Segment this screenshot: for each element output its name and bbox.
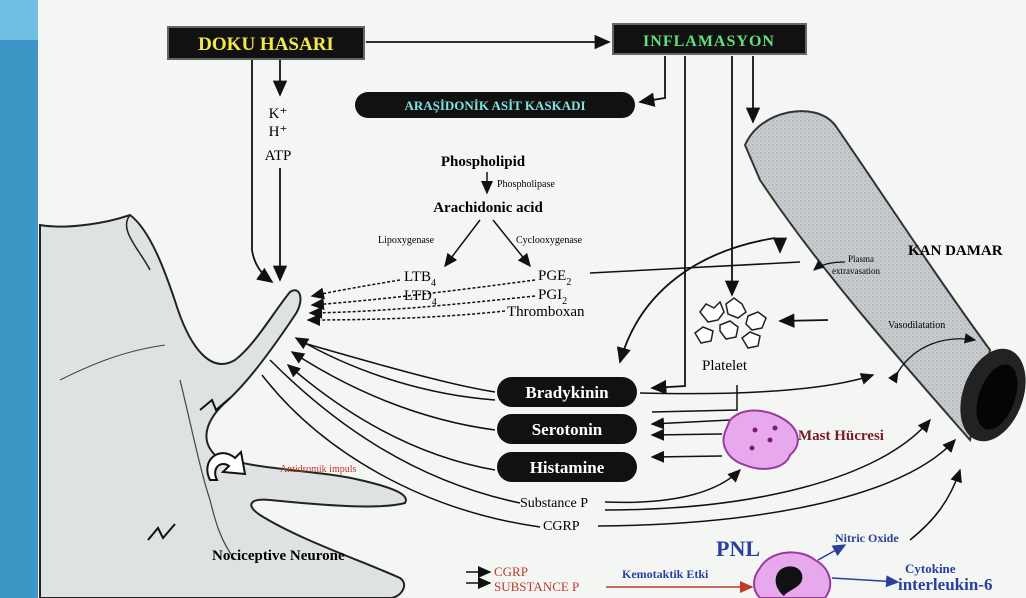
doku-hasari-label: DOKU HASARI bbox=[198, 34, 334, 55]
cgrp-out-label: CGRP bbox=[494, 564, 528, 579]
nitric-oxide-label: Nitric Oxide bbox=[835, 531, 899, 545]
plasma-label: Plasma bbox=[848, 254, 874, 264]
serotonin-label: Serotonin bbox=[532, 420, 603, 439]
ltd4-label: LTD4 bbox=[404, 288, 437, 308]
nociceptive-neuron-shape bbox=[40, 215, 406, 598]
arachidonic-acid-label: Arachidonic acid bbox=[433, 200, 543, 216]
ion-k: K⁺ bbox=[269, 106, 288, 122]
ion-h: H⁺ bbox=[269, 124, 288, 140]
phospholipase-label: Phospholipase bbox=[497, 179, 555, 190]
kan-damar-label: KAN DAMAR bbox=[908, 243, 1003, 259]
cyclooxygenase-label: Cyclooxygenase bbox=[516, 235, 583, 246]
vasodilatation-label: Vasodilatation bbox=[888, 320, 945, 331]
substance-p-label: Substance P bbox=[520, 496, 588, 511]
histamine-label: Histamine bbox=[530, 458, 605, 477]
interleukin-label: interleukin-6 bbox=[898, 575, 992, 594]
mast-cell-shape bbox=[724, 411, 798, 469]
phospholipid-label: Phospholipid bbox=[441, 154, 526, 170]
bradykinin-label: Bradykinin bbox=[525, 383, 609, 402]
blood-vessel bbox=[745, 111, 1026, 450]
antidromic-label: Antidromik impuls bbox=[280, 464, 357, 475]
extravasation-label: extravasation bbox=[832, 266, 880, 276]
kemotaktik-label: Kemotaktik Etki bbox=[622, 567, 709, 581]
lipoxygenase-label: Lipoxygenase bbox=[378, 235, 435, 246]
platelet-cluster bbox=[695, 298, 766, 348]
cgrp-label: CGRP bbox=[543, 519, 580, 534]
mast-cell-label: Mast Hücresi bbox=[798, 428, 884, 444]
substance-p-out-label: SUBSTANCE P bbox=[494, 579, 579, 594]
ltb4-label: LTB4 bbox=[404, 269, 436, 289]
pge2-label: PGE2 bbox=[538, 268, 571, 288]
ion-atp: ATP bbox=[265, 148, 292, 164]
inflamasyon-label: INFLAMASYON bbox=[643, 33, 775, 50]
cytokine-label: Cytokine bbox=[905, 561, 956, 576]
nociceptive-neurone-label: Nociceptive Neurone bbox=[212, 548, 345, 564]
pnl-label: PNL bbox=[716, 536, 760, 561]
arasidonik-label: ARAŞİDONİK ASİT KASKADI bbox=[404, 98, 585, 113]
platelet-label: Platelet bbox=[702, 358, 748, 374]
thromboxan-label: Thromboxan bbox=[507, 304, 585, 320]
